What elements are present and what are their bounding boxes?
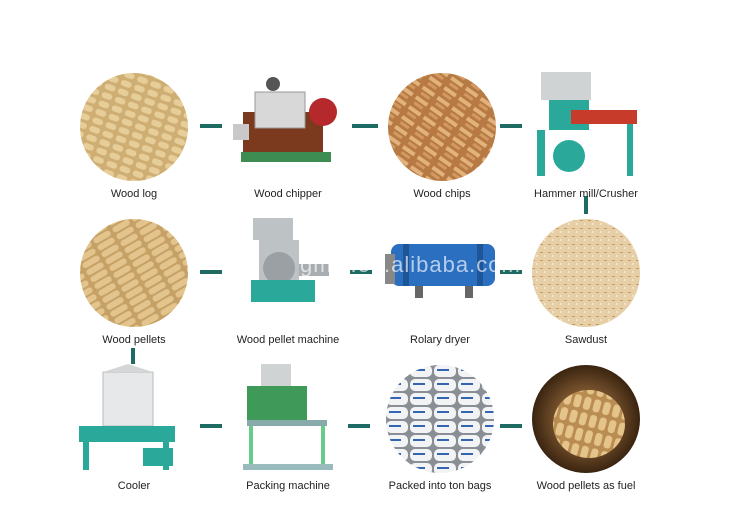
connector-chips-mill <box>500 124 522 128</box>
step-wood-chips: Wood chips <box>372 72 512 222</box>
step-label: Wood log <box>110 188 158 200</box>
step-cooler: Cooler <box>64 364 204 514</box>
step-pellet-machine: Wood pellet machine <box>218 218 358 368</box>
step-packing-machine: Packing machine <box>218 364 358 514</box>
connector-bags-fuel <box>500 424 522 428</box>
connector-cooler-packing <box>200 424 222 428</box>
wood-pellets-image <box>80 219 188 327</box>
hammer-mill-image <box>537 72 637 176</box>
step-label: Packing machine <box>246 480 330 492</box>
step-sawdust: Sawdust <box>516 218 656 368</box>
connector-sawdust-dryer <box>500 270 522 274</box>
step-label: Packed into ton bags <box>388 480 492 492</box>
connector-pellets-cooler <box>131 348 135 364</box>
connector-machine-pellets <box>200 270 222 274</box>
step-label: Sawdust <box>564 334 608 346</box>
pellets-fuel-image <box>532 365 640 473</box>
watermark: gmlx.en.alibaba.com <box>300 252 521 277</box>
step-wood-chipper: Wood chipper <box>218 72 358 222</box>
wood-chipper-machine-image <box>233 77 337 162</box>
step-label: Rolary dryer <box>410 334 470 346</box>
connector-mill-sawdust <box>584 196 588 214</box>
packing-machine-image <box>243 364 333 470</box>
step-label: Cooler <box>117 480 151 492</box>
step-label: Hammer mill/Crusher <box>534 188 638 200</box>
cooler-machine-image <box>79 364 175 470</box>
connector-log-chipper <box>200 124 222 128</box>
wood-log-pellets-image <box>80 73 188 181</box>
step-ton-bags: Packed into ton bags <box>370 364 510 514</box>
step-wood-pellets: Wood pellets <box>64 218 204 368</box>
step-label: Wood pellets as fuel <box>536 480 636 492</box>
connector-dryer-machine <box>350 270 372 274</box>
step-hammer-mill: Hammer mill/Crusher <box>516 72 656 222</box>
step-rotary-dryer: Rolary dryer <box>370 218 510 368</box>
rotary-dryer-image <box>385 244 495 298</box>
ton-bags-image <box>386 365 494 473</box>
connector-chipper-chips <box>352 124 378 128</box>
step-label: Wood chipper <box>254 188 322 200</box>
sawdust-image <box>532 219 640 327</box>
step-label: Wood pellets <box>102 334 166 346</box>
step-wood-log: Wood log <box>64 72 204 222</box>
step-pellets-fuel: Wood pellets as fuel <box>516 364 656 514</box>
pellet-machine-image <box>251 218 329 302</box>
step-label: Wood chips <box>413 188 471 200</box>
step-label: Wood pellet machine <box>236 334 340 346</box>
wood-chips-image <box>388 73 496 181</box>
connector-packing-bags <box>348 424 370 428</box>
